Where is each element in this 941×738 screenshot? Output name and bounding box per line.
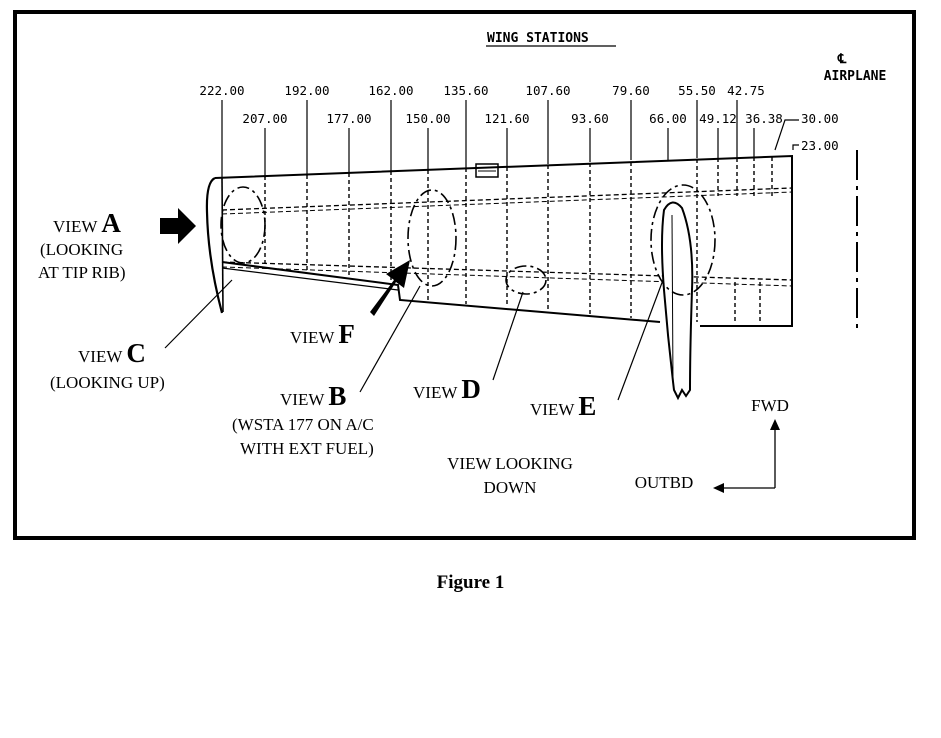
station-label: 207.00 — [242, 111, 287, 126]
view-b-leader — [359, 285, 421, 393]
station-label: 121.60 — [484, 111, 529, 126]
figure-caption: Figure 1 — [436, 572, 505, 593]
view-c-leader — [164, 279, 233, 349]
view-circles — [220, 184, 716, 296]
station-leader — [774, 119, 799, 151]
view-a-note: AT TIP RIB) — [38, 263, 126, 282]
station-label: 93.60 — [571, 111, 609, 126]
station-label: 177.00 — [326, 111, 371, 126]
view-a-label: VIEW A — [53, 208, 121, 238]
station-label: 23.00 — [801, 138, 839, 153]
view-c-label: VIEW C — [78, 338, 146, 368]
view-c-note: (LOOKING UP) — [50, 373, 165, 392]
station-label: 222.00 — [199, 83, 244, 98]
station-label: 79.60 — [612, 83, 650, 98]
view-e-leader — [617, 279, 664, 401]
station-label: 192.00 — [284, 83, 329, 98]
view-a-note: (LOOKING — [40, 240, 123, 259]
station-labels-top: 222.00 192.00 162.00 135.60 107.60 79.60… — [199, 83, 764, 98]
view-f-label: VIEW F — [290, 319, 355, 349]
station-label: 107.60 — [525, 83, 570, 98]
station-lines — [221, 100, 755, 180]
centerline-label: AIRPLANE — [824, 69, 887, 84]
fwd-label: FWD — [751, 396, 789, 415]
station-label: 66.00 — [649, 111, 687, 126]
station-label: 42.75 — [727, 83, 765, 98]
view-looking-down-label: VIEW LOOKING — [447, 454, 573, 473]
wing-planform — [205, 154, 793, 401]
view-e-label: VIEW E — [530, 391, 596, 421]
station-labels-mid: 207.00 177.00 150.00 121.60 93.60 66.00 … — [242, 111, 782, 126]
view-f-arrow — [370, 260, 410, 316]
station-label: 36.38 — [745, 111, 783, 126]
view-b-note: (WSTA 177 ON A/C — [232, 415, 374, 434]
view-b-label: VIEW B — [280, 381, 346, 411]
centerline-symbol: ℄ — [837, 52, 847, 67]
diagram-title: WING STATIONS — [487, 31, 589, 46]
station-label: 55.50 — [678, 83, 716, 98]
direction-arrows — [713, 419, 780, 493]
outbd-label: OUTBD — [635, 473, 694, 492]
station-label: 49.12 — [699, 111, 737, 126]
view-d-leader — [492, 291, 524, 381]
view-d-label: VIEW D — [413, 374, 481, 404]
rib-lines — [264, 157, 773, 322]
view-b-note: WITH EXT FUEL) — [240, 439, 374, 458]
station-label: 150.00 — [405, 111, 450, 126]
station-label: 30.00 — [801, 111, 839, 126]
view-a-arrow — [160, 208, 196, 244]
station-leader — [792, 144, 799, 150]
view-looking-down-label: DOWN — [484, 478, 537, 497]
station-label: 135.60 — [443, 83, 488, 98]
station-label: 162.00 — [368, 83, 413, 98]
